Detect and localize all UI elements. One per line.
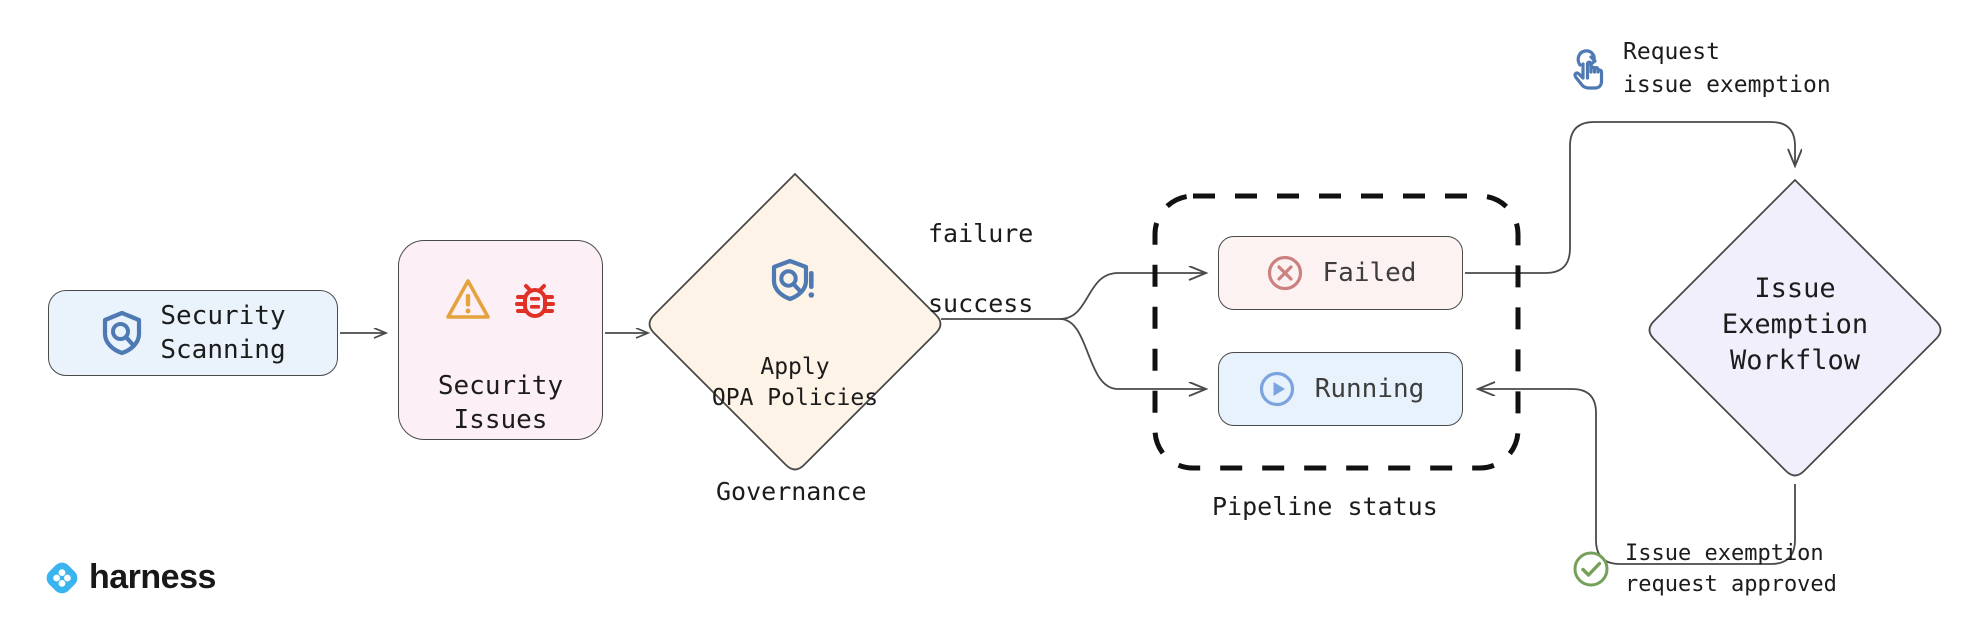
shield-policy-alert-icon (768, 224, 822, 340)
annotation-request-approved-text: Issue exemption request approved (1625, 541, 1837, 598)
node-security-issues-label: Security Issues (437, 371, 564, 436)
node-issue-exemption-workflow[interactable]: Issue Exemption Workflow (1650, 180, 1940, 470)
annotation-request-issue-exemption: Request issue exemption (1571, 36, 1831, 101)
node-security-scanning[interactable]: Security Scanning (48, 290, 338, 376)
annotation-request-issue-exemption-text: Request issue exemption (1623, 39, 1831, 98)
harness-wordmark: harness (89, 558, 216, 596)
warning-triangle-icon (445, 242, 491, 355)
bug-icon (513, 242, 557, 355)
harness-logo: harness (45, 558, 216, 597)
pipeline-status-caption: Pipeline status (1212, 492, 1438, 521)
exemption-diamond-shape (1648, 178, 1942, 477)
edge-success-to-running (1059, 318, 1206, 389)
harness-logo-icon (45, 561, 79, 595)
tap-hand-icon (1571, 48, 1609, 90)
node-security-scanning-label: Security Scanning (160, 300, 286, 365)
check-circle-icon (1571, 549, 1611, 589)
governance-diamond-shape (648, 172, 942, 471)
node-governance[interactable]: Apply OPA Policies (650, 174, 940, 464)
edge-label-failure: failure (928, 219, 1034, 248)
node-security-issues[interactable]: Security Issues (398, 240, 603, 440)
node-issue-exemption-workflow-label: Issue Exemption Workflow (1721, 272, 1869, 377)
edge-failure-to-failed (1059, 273, 1206, 320)
node-governance-label: Apply OPA Policies (711, 354, 879, 411)
shield-scan-icon (100, 275, 144, 392)
annotation-request-approved: Issue exemption request approved (1571, 538, 1837, 600)
edge-failed-to-exemption (1465, 121, 1795, 274)
node-failed-label: Failed (1322, 257, 1417, 288)
governance-caption: Governance (716, 477, 867, 506)
failed-circle-x-icon (1265, 219, 1305, 328)
edge-label-success: success (928, 289, 1034, 318)
security-issues-icon-row (445, 242, 557, 355)
node-failed[interactable]: Failed (1218, 236, 1463, 310)
running-circle-play-icon (1257, 335, 1297, 444)
node-running-label: Running (1314, 373, 1425, 404)
pipeline-status-cluster (1152, 193, 1521, 471)
node-running[interactable]: Running (1218, 352, 1463, 426)
